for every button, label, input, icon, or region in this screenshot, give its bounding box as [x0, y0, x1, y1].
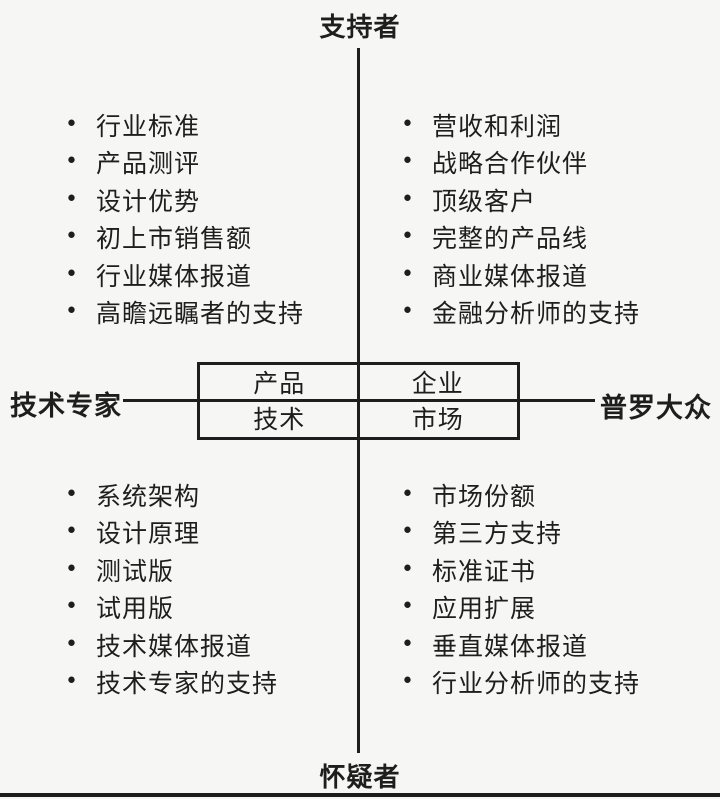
list-item: • 设计原理 — [60, 514, 380, 552]
bullet-icon: • — [401, 556, 415, 582]
bullet-icon: • — [401, 149, 415, 175]
list-item-label: 行业媒体报道 — [96, 261, 253, 291]
list-item-label: 行业标准 — [96, 111, 201, 141]
bullet-icon: • — [401, 631, 415, 657]
axis-label-supporters: 支持者 — [319, 13, 401, 43]
quadrant-list-top-left: • 行业标准 • 产品测评 • 设计优势 • 初上市销售额 • 行业媒体报道 • 高瞻远瞩者的支持 — [60, 106, 380, 331]
list-item: • 战略合作伙伴 — [396, 144, 716, 182]
bullet-icon: • — [65, 631, 79, 657]
bullet-icon: • — [65, 594, 79, 620]
matrix-cell-product: 产品 — [253, 368, 306, 398]
list-item: • 初上市销售额 — [60, 219, 380, 257]
bullet-icon: • — [401, 261, 415, 287]
list-item-label: 设计优势 — [96, 186, 201, 216]
bullet-icon: • — [65, 556, 79, 582]
list-item: • 金融分析师的支持 — [396, 294, 716, 332]
bullet-icon: • — [401, 186, 415, 212]
list-item-label: 金融分析师的支持 — [432, 299, 641, 329]
list-item: • 垂直媒体报道 — [396, 626, 716, 664]
bullet-icon: • — [65, 669, 79, 695]
list-item: • 完整的产品线 — [396, 219, 716, 257]
list-item-label: 完整的产品线 — [432, 224, 589, 254]
list-item: • 测试版 — [60, 551, 380, 589]
list-item-label: 战略合作伙伴 — [432, 149, 589, 179]
bullet-icon: • — [65, 299, 79, 325]
bullet-icon: • — [65, 261, 79, 287]
list-item-label: 市场份额 — [432, 481, 537, 511]
bullet-icon: • — [65, 481, 79, 507]
bullet-icon: • — [65, 111, 79, 137]
list-item-label: 顶级客户 — [432, 186, 537, 216]
quadrant-list-bottom-left: • 系统架构 • 设计原理 • 测试版 • 试用版 • 技术媒体报道 • 技术专家的支持 — [60, 476, 380, 701]
matrix-cell-company: 企业 — [411, 368, 464, 398]
list-item-label: 技术媒体报道 — [96, 631, 253, 661]
quadrant-list-bottom-right: • 市场份额 • 第三方支持 • 标准证书 • 应用扩展 • 垂直媒体报道 • 行业分析师的支持 — [396, 476, 716, 701]
quadrant-list-top-right: • 营收和利润 • 战略合作伙伴 • 顶级客户 • 完整的产品线 • 商业媒体报道 • 金融分析师的支… — [396, 106, 716, 331]
bullet-icon: • — [401, 519, 415, 545]
list-item-label: 产品测评 — [96, 149, 201, 179]
axis-label-tech-experts: 技术专家 — [10, 391, 122, 422]
bullet-icon: • — [401, 111, 415, 137]
axis-label-skeptics: 怀疑者 — [319, 763, 401, 793]
axis-label-general-public: 普罗大众 — [600, 393, 712, 424]
list-item: • 营收和利润 — [396, 106, 716, 144]
list-item-label: 标准证书 — [432, 556, 537, 586]
list-item-label: 行业分析师的支持 — [432, 669, 641, 699]
list-item: • 行业媒体报道 — [60, 256, 380, 294]
list-item: • 试用版 — [60, 589, 380, 627]
list-item: • 产品测评 — [60, 144, 380, 182]
bullet-icon: • — [65, 186, 79, 212]
list-item-label: 技术专家的支持 — [96, 669, 279, 699]
bottom-border-line — [0, 793, 720, 797]
bullet-icon: • — [401, 481, 415, 507]
list-item: • 商业媒体报道 — [396, 256, 716, 294]
list-item-label: 应用扩展 — [432, 594, 537, 624]
bullet-icon: • — [401, 594, 415, 620]
list-item-label: 系统架构 — [96, 481, 201, 511]
list-item: • 标准证书 — [396, 551, 716, 589]
list-item: • 技术专家的支持 — [60, 664, 380, 702]
list-item-label: 设计原理 — [96, 519, 201, 549]
bullet-icon: • — [65, 224, 79, 250]
list-item-label: 垂直媒体报道 — [432, 631, 589, 661]
list-item: • 应用扩展 — [396, 589, 716, 627]
list-item: • 行业分析师的支持 — [396, 664, 716, 702]
horizontal-axis-line — [123, 399, 595, 402]
list-item: • 行业标准 — [60, 106, 380, 144]
list-item: • 顶级客户 — [396, 181, 716, 219]
matrix-cell-technology: 技术 — [253, 404, 306, 434]
list-item: • 第三方支持 — [396, 514, 716, 552]
list-item-label: 高瞻远瞩者的支持 — [96, 299, 305, 329]
list-item-label: 测试版 — [96, 556, 175, 586]
center-matrix-box: 产品 企业 技术 市场 — [197, 362, 520, 440]
list-item: • 技术媒体报道 — [60, 626, 380, 664]
list-item: • 高瞻远瞩者的支持 — [60, 294, 380, 332]
list-item-label: 第三方支持 — [432, 519, 563, 549]
matrix-cell-market: 市场 — [411, 404, 464, 434]
bullet-icon: • — [401, 299, 415, 325]
list-item: • 系统架构 — [60, 476, 380, 514]
list-item: • 市场份额 — [396, 476, 716, 514]
list-item-label: 初上市销售额 — [96, 224, 253, 254]
bullet-icon: • — [65, 149, 79, 175]
list-item-label: 试用版 — [96, 594, 175, 624]
bullet-icon: • — [401, 224, 415, 250]
bullet-icon: • — [65, 519, 79, 545]
list-item-label: 商业媒体报道 — [432, 261, 589, 291]
list-item-label: 营收和利润 — [432, 111, 563, 141]
bullet-icon: • — [401, 669, 415, 695]
list-item: • 设计优势 — [60, 181, 380, 219]
